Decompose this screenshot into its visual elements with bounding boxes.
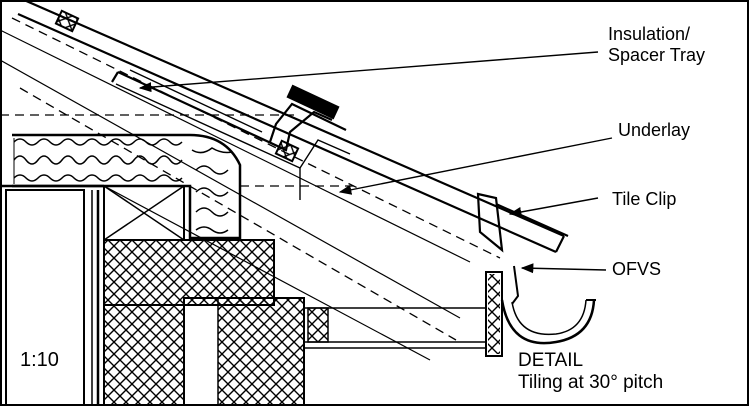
- label-detail-title: DETAIL: [518, 350, 584, 371]
- soffit-and-fascia: [304, 271, 503, 357]
- roof-tiles: [17, 1, 569, 254]
- leader-arrows: [138, 51, 613, 274]
- spacer-tray: [115, 69, 351, 200]
- label-detail-subtitle: Tiling at 30° pitch: [518, 372, 664, 393]
- wall-plate-timbers: [103, 185, 329, 405]
- rafter-lines: [1, 29, 471, 361]
- label-underlay: Underlay: [618, 120, 691, 140]
- label-tile-clip: Tile Clip: [612, 189, 677, 209]
- tile-battens: [54, 9, 340, 163]
- insulation-blanket: [12, 133, 242, 240]
- label-ofvs: OFVS: [612, 259, 662, 279]
- label-insulation-spacer-tray: Insulation/ Spacer Tray: [608, 24, 705, 66]
- label-insulation-line2: Spacer Tray: [608, 45, 706, 65]
- wall-window-frame: [1, 184, 105, 405]
- label-scale: 1:10: [20, 349, 59, 371]
- label-insulation-line1: Insulation/: [608, 24, 691, 44]
- gutter: [500, 265, 596, 345]
